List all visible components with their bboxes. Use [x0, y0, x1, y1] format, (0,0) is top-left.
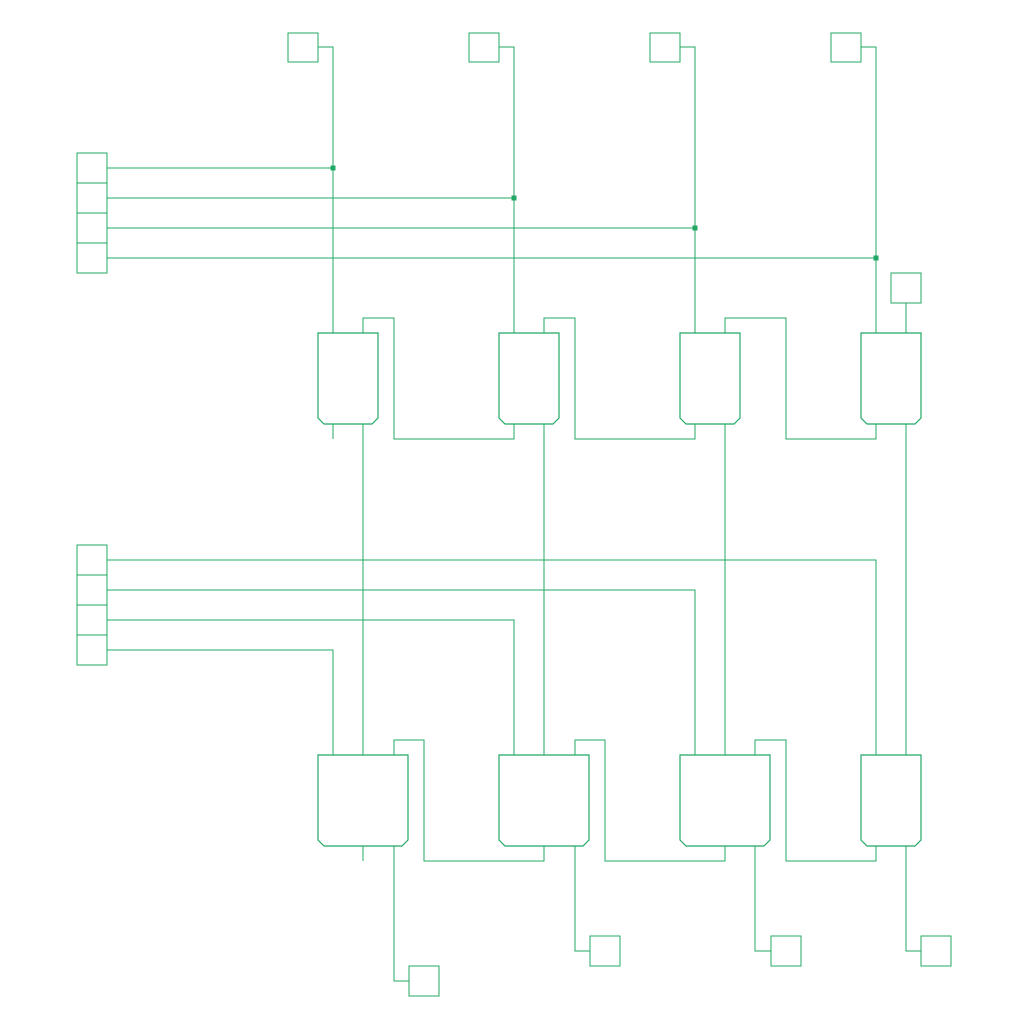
lower-horizontal-wire — [107, 619, 515, 755]
upper-left-input-box — [76, 182, 108, 214]
upper-left-input-box — [76, 152, 108, 184]
upper-left-input-box — [76, 212, 108, 244]
top-input-wire — [499, 46, 515, 333]
lower-left-input-box — [76, 544, 108, 576]
wires-layer — [107, 46, 921, 982]
lower-left-input-box — [76, 574, 108, 606]
output-box — [589, 935, 621, 967]
upper-adder — [317, 332, 379, 425]
junction-dot — [873, 255, 879, 261]
junction-dot — [692, 225, 698, 231]
junctions-layer — [330, 165, 879, 261]
junction-dot — [511, 195, 517, 201]
lower-carry-wire — [574, 739, 726, 862]
upper-left-input-box — [76, 242, 108, 274]
top-input-box — [287, 32, 319, 63]
lower-carry-wire — [754, 739, 877, 862]
lower-left-input-box — [76, 634, 108, 666]
top-input-box — [468, 32, 500, 63]
upper-adder — [860, 332, 922, 425]
lower-horizontal-wire — [107, 589, 696, 755]
lower-adder — [679, 754, 771, 847]
lower-adder — [860, 754, 922, 847]
output-box — [920, 935, 952, 967]
top-input-box — [649, 32, 681, 63]
lower-left-input-box — [76, 604, 108, 636]
output-wire — [574, 846, 590, 952]
top-input-wire — [861, 46, 877, 333]
top-input-wire — [680, 46, 696, 333]
top-input-box — [830, 32, 862, 63]
upper-carry-wire — [724, 317, 877, 440]
output-wire — [754, 846, 771, 952]
junction-dot — [330, 165, 336, 171]
output-wire — [393, 846, 409, 982]
upper-carry-wire — [543, 317, 696, 440]
carry-in-box — [890, 272, 922, 304]
upper-adder — [498, 332, 560, 425]
lower-carry-wire — [393, 739, 545, 862]
output-box — [770, 935, 802, 967]
upper-adder — [679, 332, 741, 425]
lower-adder — [317, 754, 409, 847]
output-box — [408, 965, 440, 997]
lower-horizontal-wire — [107, 559, 877, 755]
output-wire — [905, 846, 921, 952]
top-input-wire — [318, 46, 334, 333]
boxes-layer — [76, 32, 952, 997]
lower-adder — [498, 754, 590, 847]
upper-carry-wire — [362, 317, 515, 440]
adders-layer — [317, 332, 922, 847]
lower-horizontal-wire — [107, 649, 334, 755]
